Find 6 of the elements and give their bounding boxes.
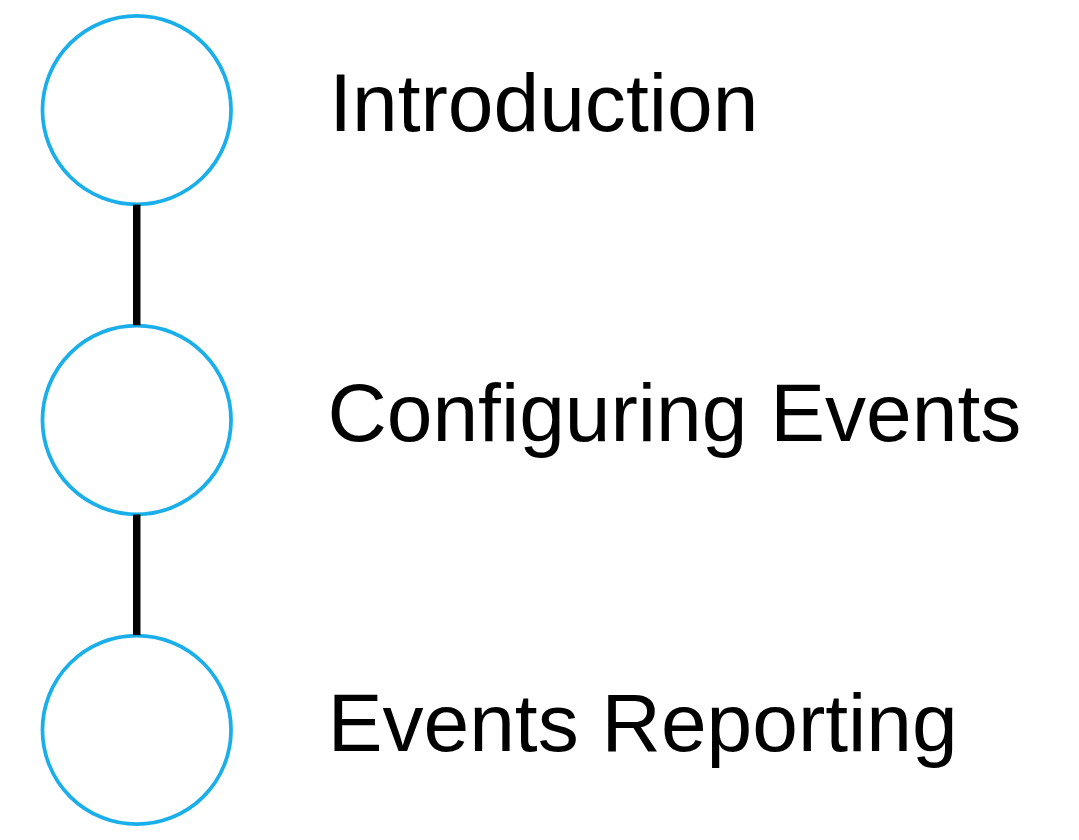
node-circle <box>40 323 233 517</box>
node-label: Events Reporting <box>327 676 958 768</box>
node-label: Introduction <box>328 57 758 148</box>
node-circle <box>40 633 233 827</box>
node-circle <box>40 13 233 207</box>
node-label: Configuring Events <box>326 366 1021 458</box>
